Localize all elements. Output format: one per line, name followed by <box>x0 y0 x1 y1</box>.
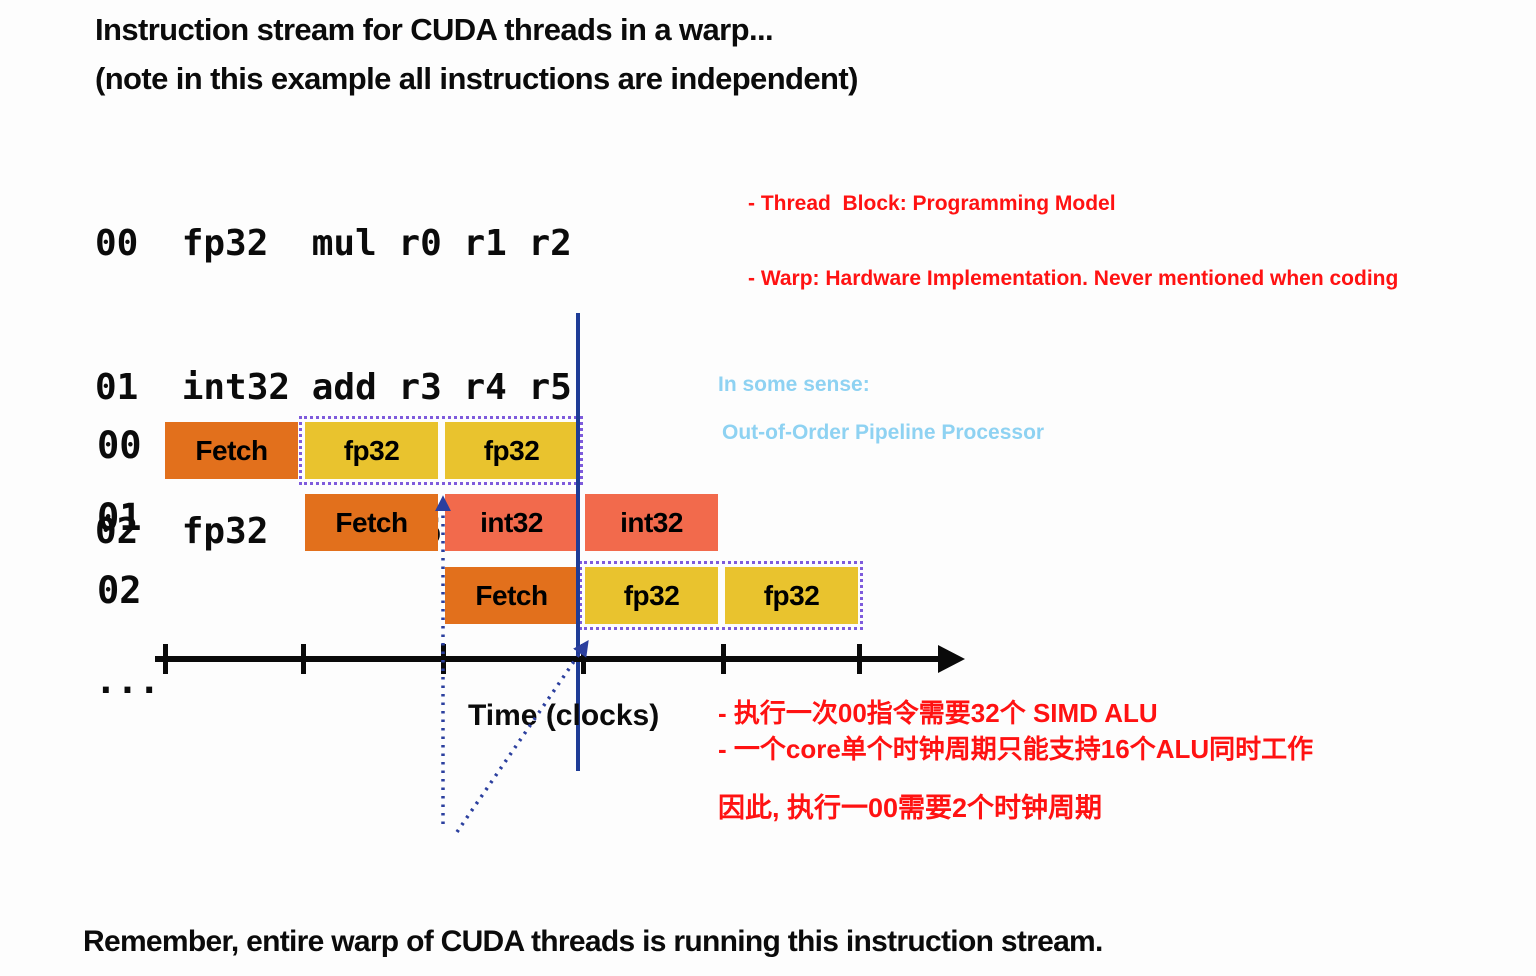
red-note-simd-alu: - 执行一次00指令需要32个 SIMD ALU <box>718 698 1158 728</box>
exec-box-instr02-clock1: fp32 <box>585 567 718 624</box>
code-line-01: 01 int32 add r3 r4 r5 <box>95 367 572 408</box>
axis-tick <box>857 644 862 674</box>
axis-tick <box>581 644 586 674</box>
pipeline-row-label-00: 00 <box>97 424 142 467</box>
exec-box-instr00-clock1: fp32 <box>305 422 438 479</box>
page-title-line2: (note in this example all instructions a… <box>95 61 858 96</box>
red-annotation-middle: - 执行一次00指令需要32个 SIMD ALU - 一个core单个时钟周期只… <box>718 695 1313 767</box>
red-annotation-conclusion: 因此, 执行一00需要2个时钟周期 <box>718 793 1103 823</box>
instr02-dotted-outline <box>579 561 863 630</box>
red-note-thread-block: - Thread Block: Programming Model <box>748 192 1116 215</box>
blue-note-ooo-processor: Out-of-Order Pipeline Processor <box>722 421 1045 444</box>
pipeline-row-label-02: 02 <box>97 569 142 612</box>
exec-box-instr01-clock2: int32 <box>585 494 718 551</box>
footer-line-1: Remember, entire warp of CUDA threads is… <box>83 925 1103 958</box>
time-axis-label: Time (clocks) <box>468 699 660 732</box>
fetch-box-instr02: Fetch <box>445 567 578 624</box>
code-line-00: 00 fp32 mul r0 r1 r2 <box>95 223 572 264</box>
instruction-listing: 00 fp32 mul r0 r1 r2 01 int32 add r3 r4 … <box>95 124 572 802</box>
exec-box-instr02-clock2: fp32 <box>725 567 858 624</box>
clock-boundary-line <box>576 313 580 771</box>
page-title-line1: Instruction stream for CUDA threads in a… <box>95 12 774 47</box>
axis-tick <box>163 644 168 674</box>
time-axis <box>155 656 943 662</box>
fetch-box-instr00: Fetch <box>165 422 298 479</box>
red-note-warp: - Warp: Hardware Implementation. Never m… <box>748 267 1399 290</box>
time-axis-arrowhead <box>938 645 965 673</box>
axis-tick <box>721 644 726 674</box>
axis-tick <box>441 644 446 674</box>
exec-box-instr00-clock2: fp32 <box>445 422 578 479</box>
code-line-ellipsis: ... <box>95 661 161 702</box>
blue-note-in-some-sense: In some sense: <box>718 373 870 396</box>
red-note-core-16alu: - 一个core单个时钟周期只能支持16个ALU同时工作 <box>718 734 1314 764</box>
footer-notes: Remember, entire warp of CUDA threads is… <box>83 817 1239 976</box>
fetch-box-instr01: Fetch <box>305 494 438 551</box>
pipeline-row-label-01: 01 <box>97 496 142 539</box>
exec-box-instr01-clock1: int32 <box>445 494 578 551</box>
axis-tick <box>301 644 306 674</box>
red-annotation-top: - Thread Block: Programming Model - Warp… <box>748 141 1398 341</box>
instr00-dotted-outline <box>299 416 583 485</box>
